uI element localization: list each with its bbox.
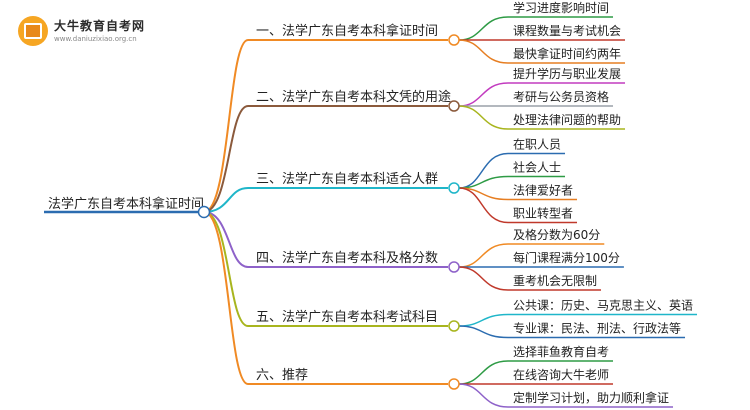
branch-node bbox=[448, 182, 460, 194]
child-label: 及格分数为60分 bbox=[513, 227, 600, 242]
branch-label: 五、法学广东自考本科考试科目 bbox=[256, 309, 438, 325]
child-label: 公共课：历史、马克思主义、英语 bbox=[513, 299, 693, 313]
child-connector bbox=[458, 152, 509, 189]
branch-connector bbox=[203, 211, 249, 268]
branch-node bbox=[448, 100, 460, 112]
book-icon bbox=[18, 16, 48, 46]
child-label: 考研与公务员资格 bbox=[513, 89, 609, 104]
branch-connector bbox=[203, 39, 249, 213]
root-topic: 法学广东自考本科拿证时间 bbox=[48, 196, 204, 212]
child-label: 最快拿证时间约两年 bbox=[513, 46, 621, 61]
child-connector bbox=[458, 313, 509, 327]
child-connector bbox=[458, 243, 509, 268]
branch-label: 四、法学广东自考本科及格分数 bbox=[256, 250, 438, 266]
logo-url: www.daniuzixiao.org.cn bbox=[54, 35, 137, 43]
child-label: 每门课程满分100分 bbox=[513, 250, 620, 265]
child-label: 专业课：民法、刑法、行政法等 bbox=[513, 321, 681, 336]
child-label: 课程数量与考试机会 bbox=[513, 23, 621, 38]
branch-node bbox=[448, 34, 460, 46]
child-label: 提升学历与职业发展 bbox=[513, 66, 621, 81]
child-connector bbox=[458, 266, 509, 291]
child-connector bbox=[458, 82, 509, 107]
branch-node bbox=[448, 378, 460, 390]
child-label: 重考机会无限制 bbox=[513, 274, 597, 288]
branch-label: 三、法学广东自考本科适合人群 bbox=[256, 171, 438, 187]
branch-label: 六、推荐 bbox=[256, 368, 308, 383]
child-label: 处理法律问题的帮助 bbox=[513, 112, 621, 127]
child-label: 法律爱好者 bbox=[513, 184, 573, 198]
child-label: 选择菲鱼教育自考 bbox=[513, 344, 609, 359]
child-connector bbox=[458, 325, 509, 339]
child-label: 社会人士 bbox=[513, 160, 561, 175]
root-node bbox=[197, 205, 211, 219]
child-connector bbox=[458, 105, 509, 130]
branch-connector bbox=[203, 211, 249, 385]
child-label: 在线咨询大牛老师 bbox=[513, 367, 609, 382]
branch-node bbox=[448, 320, 460, 332]
site-logo: 大牛教育自考网 www.daniuzixiao.org.cn bbox=[18, 14, 198, 50]
child-label: 在职人员 bbox=[513, 138, 561, 152]
branch-connector bbox=[203, 105, 249, 213]
child-connector bbox=[458, 187, 509, 224]
child-label: 定制学习计划，助力顺利拿证 bbox=[513, 390, 669, 405]
child-connector bbox=[458, 39, 509, 64]
branch-connector bbox=[203, 187, 249, 213]
child-connector bbox=[458, 16, 509, 41]
branch-node bbox=[448, 261, 460, 273]
branch-label: 二、法学广东自考本科文凭的用途 bbox=[256, 89, 451, 105]
branch-connector bbox=[203, 211, 249, 327]
child-connector bbox=[458, 383, 509, 408]
child-connector bbox=[458, 360, 509, 385]
child-label: 职业转型者 bbox=[513, 206, 573, 221]
branch-label: 一、法学广东自考本科拿证时间 bbox=[256, 23, 438, 39]
child-label: 学习进度影响时间 bbox=[513, 0, 609, 15]
logo-title: 大牛教育自考网 bbox=[54, 19, 146, 33]
